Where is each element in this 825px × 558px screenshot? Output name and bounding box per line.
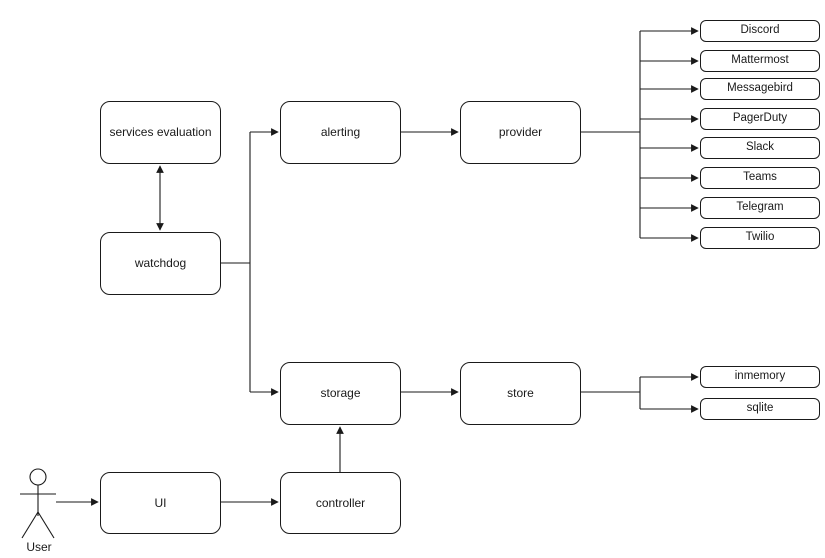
node-storage[interactable]: storage bbox=[280, 362, 401, 425]
node-alerting[interactable]: alerting bbox=[280, 101, 401, 164]
node-store-inmemory[interactable]: inmemory bbox=[700, 366, 820, 388]
node-watchdog[interactable]: watchdog bbox=[100, 232, 221, 295]
node-controller[interactable]: controller bbox=[280, 472, 401, 534]
stick-figure-actor-icon bbox=[20, 468, 56, 539]
actor-label: User bbox=[26, 540, 52, 554]
node-provider-pagerduty[interactable]: PagerDuty bbox=[700, 108, 820, 130]
node-services-evaluation[interactable]: services evaluation bbox=[100, 101, 221, 164]
node-provider-mattermost[interactable]: Mattermost bbox=[700, 50, 820, 72]
node-ui[interactable]: UI bbox=[100, 472, 221, 534]
node-provider-slack[interactable]: Slack bbox=[700, 137, 820, 159]
node-provider-telegram[interactable]: Telegram bbox=[700, 197, 820, 219]
node-store[interactable]: store bbox=[460, 362, 581, 425]
node-provider-discord[interactable]: Discord bbox=[700, 20, 820, 42]
node-store-sqlite[interactable]: sqlite bbox=[700, 398, 820, 420]
node-provider-messagebird[interactable]: Messagebird bbox=[700, 78, 820, 100]
node-provider-teams[interactable]: Teams bbox=[700, 167, 820, 189]
node-provider-twilio[interactable]: Twilio bbox=[700, 227, 820, 249]
node-provider[interactable]: provider bbox=[460, 101, 581, 164]
